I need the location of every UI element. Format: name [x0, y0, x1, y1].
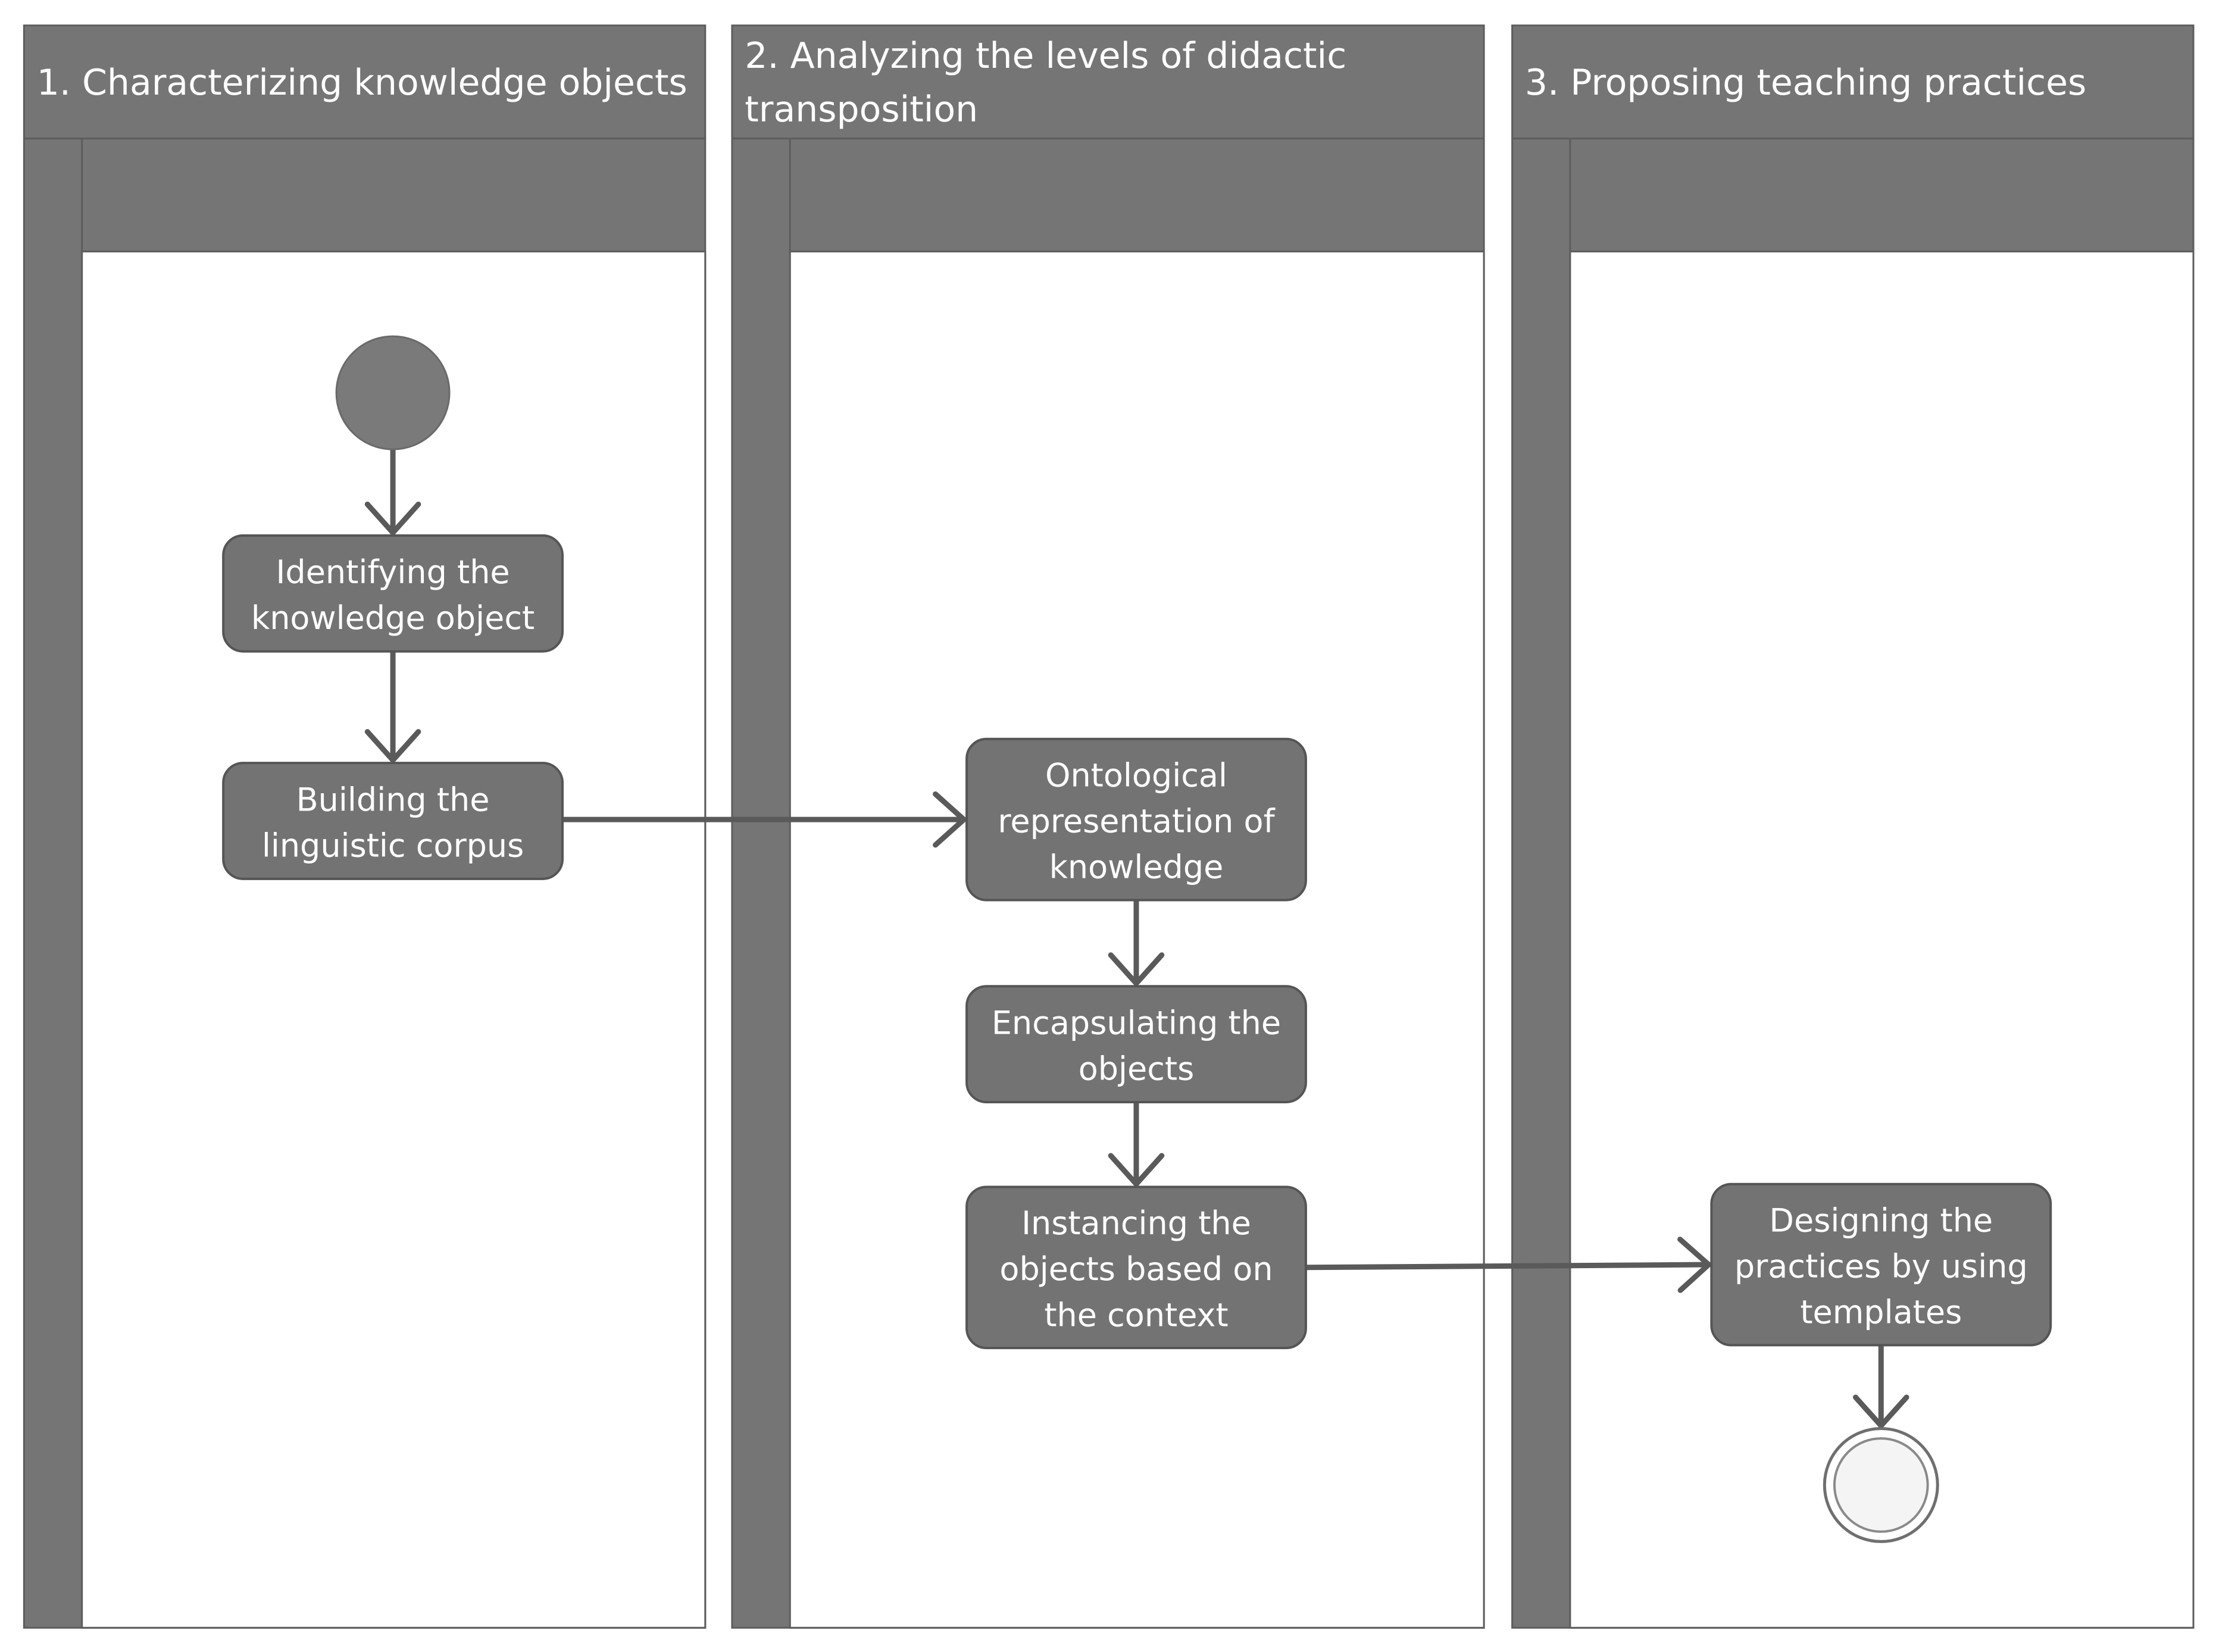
final-node-icon — [1823, 1426, 1939, 1543]
flow-edge-design-to-end — [1852, 1342, 1909, 1429]
flow-edge-encap-to-instance — [1108, 1099, 1165, 1187]
action-node-box — [222, 762, 564, 880]
flow-edge-identify-to-corpus — [364, 649, 421, 763]
action-node-label: Identifying the knowledge object — [251, 553, 535, 637]
lane-title-line: 2. Analyzing the levels of didactic — [745, 35, 1346, 77]
swimlane-3: 3. Proposing teaching practices — [1511, 24, 2195, 1629]
action-node-label: Encapsulating the objects — [992, 1004, 1281, 1087]
arrowhead-icon — [364, 501, 421, 536]
arrowhead-icon — [1108, 1153, 1165, 1187]
action-node-box — [965, 737, 1307, 902]
action-node-label: Ontological representation of knowledge — [998, 756, 1276, 886]
flow-edge-instance-to-design — [1303, 1237, 1712, 1293]
action-node-label-line: knowledge object — [251, 599, 535, 637]
lane-title-line: 1. Characterizing knowledge objects — [37, 62, 687, 104]
final-node-inner — [1833, 1437, 1929, 1533]
action-node-box — [965, 1185, 1307, 1350]
action-node-label-line: practices by using — [1734, 1247, 2028, 1285]
action-node-label: Instancing the objects based on the contex… — [999, 1204, 1273, 1334]
action-node-label-line: Identifying the — [276, 553, 510, 591]
action-node-label-line: knowledge — [1049, 849, 1224, 886]
action-node-label-line: Ontological — [1045, 756, 1227, 794]
flow-edge-onto-to-encap — [1108, 897, 1165, 987]
action-node-encap: Encapsulating the objects — [965, 985, 1307, 1104]
action-node-label: Designing the practices by using templates — [1734, 1202, 2028, 1331]
action-node-label-line: objects based on — [999, 1250, 1273, 1288]
action-node-label-line: Encapsulating the — [992, 1004, 1281, 1041]
action-node-label: Building the linguistic corpus — [262, 781, 524, 864]
swimlane-2: 2. Analyzing the levels of didactic trans… — [731, 24, 1485, 1629]
action-node-label-line: templates — [1800, 1294, 1962, 1331]
flow-edge-corpus-to-onto — [560, 791, 967, 848]
action-node-label-line: linguistic corpus — [262, 827, 524, 864]
action-node-label-line: Designing the — [1769, 1202, 1993, 1239]
action-node-identify: Identifying the knowledge object — [222, 534, 564, 653]
lane-title-line: 3. Proposing teaching practices — [1525, 62, 2086, 104]
lane-title-line: transposition — [745, 89, 978, 130]
lane-title: 1. Characterizing knowledge objects — [37, 62, 687, 104]
action-node-onto: Ontological representation of knowledge — [965, 737, 1307, 902]
action-node-instance: Instancing the objects based on the contex… — [965, 1185, 1307, 1350]
edge-line — [1303, 1262, 1712, 1271]
lane-title: 2. Analyzing the levels of didactic trans… — [745, 35, 1346, 130]
action-node-label-line: objects — [1079, 1050, 1195, 1088]
action-node-label-line: Building the — [296, 781, 490, 818]
action-node-design: Designing the practices by using templates — [1710, 1182, 2052, 1347]
action-node-corpus: Building the linguistic corpus — [222, 762, 564, 880]
arrowhead-icon — [1108, 952, 1165, 987]
lane-title: 3. Proposing teaching practices — [1525, 62, 2086, 104]
arrowhead-icon — [364, 729, 421, 763]
arrowhead-icon — [1852, 1394, 1909, 1429]
initial-node-icon — [335, 335, 451, 450]
action-node-box — [222, 534, 564, 653]
arrowhead-icon — [1677, 1237, 1712, 1293]
action-node-label-line: representation of — [998, 802, 1276, 840]
action-node-label-line: the context — [1044, 1296, 1228, 1334]
arrowhead-icon — [933, 791, 967, 848]
action-node-label-line: Instancing the — [1021, 1204, 1251, 1242]
action-node-box — [1710, 1182, 2052, 1347]
flow-edge-start-to-identify — [364, 446, 421, 536]
action-node-box — [965, 985, 1307, 1104]
